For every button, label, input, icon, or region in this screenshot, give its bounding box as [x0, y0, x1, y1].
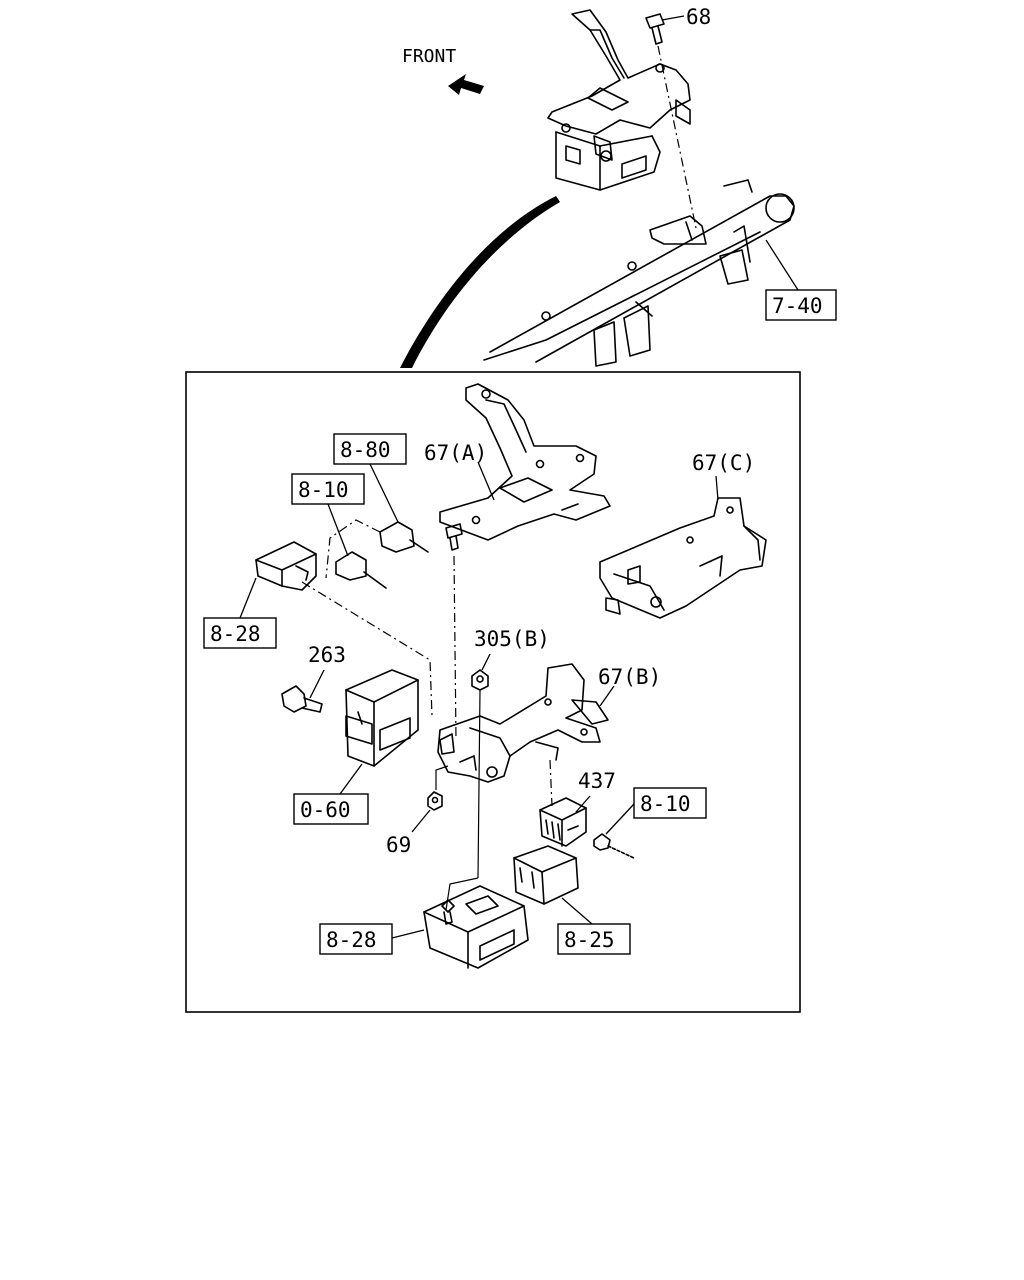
connector-8-10-top: 8-10 [291, 473, 387, 589]
label-8-28-left: 8-28 [210, 622, 261, 646]
label-7-40: 7-40 [772, 294, 823, 318]
label-437: 437 [578, 769, 616, 793]
front-arrow-icon [448, 74, 484, 95]
bolt-263: 263 [281, 643, 346, 713]
label-0-60: 0-60 [300, 798, 351, 822]
bracket-67c: 67(C) [599, 451, 767, 619]
label-69: 69 [386, 833, 411, 857]
front-indicator: FRONT [402, 46, 484, 95]
top-bracket-assembly [547, 9, 691, 191]
label-305b: 305(B) [474, 627, 550, 651]
connector-8-80: 8-80 [325, 433, 429, 579]
label-8-25: 8-25 [564, 928, 615, 952]
label-67b: 67(B) [598, 665, 661, 689]
relay-437: 437 [539, 769, 616, 847]
bracket-67b: 305(B) 67(B) [437, 627, 661, 879]
relay-8-28-left: 8-28 [203, 541, 433, 717]
label-8-10-top: 8-10 [298, 478, 349, 502]
detail-callout-arrow [400, 196, 560, 368]
connector-8-10-right: 8-10 [593, 787, 707, 859]
label-67c: 67(C) [692, 451, 755, 475]
relay-8-25: 8-25 [513, 845, 631, 955]
screw-67a [445, 523, 463, 741]
control-unit-0-60: 0-60 [293, 669, 419, 825]
label-8-10-right: 8-10 [640, 792, 691, 816]
label-8-28-bottom: 8-28 [326, 928, 377, 952]
front-label: FRONT [402, 46, 456, 67]
bracket-67a: 67(A) [424, 383, 611, 541]
bolt-68-top: 68 [645, 5, 711, 229]
nut-69: 69 [386, 765, 449, 857]
label-67a: 67(A) [424, 441, 487, 465]
cross-member-7-40: 7-40 [483, 179, 837, 367]
label-68: 68 [686, 5, 711, 29]
label-263: 263 [308, 643, 346, 667]
label-8-80: 8-80 [340, 438, 391, 462]
control-unit-8-28-bottom: 8-28 [319, 877, 529, 969]
detail-frame [185, 371, 801, 1013]
